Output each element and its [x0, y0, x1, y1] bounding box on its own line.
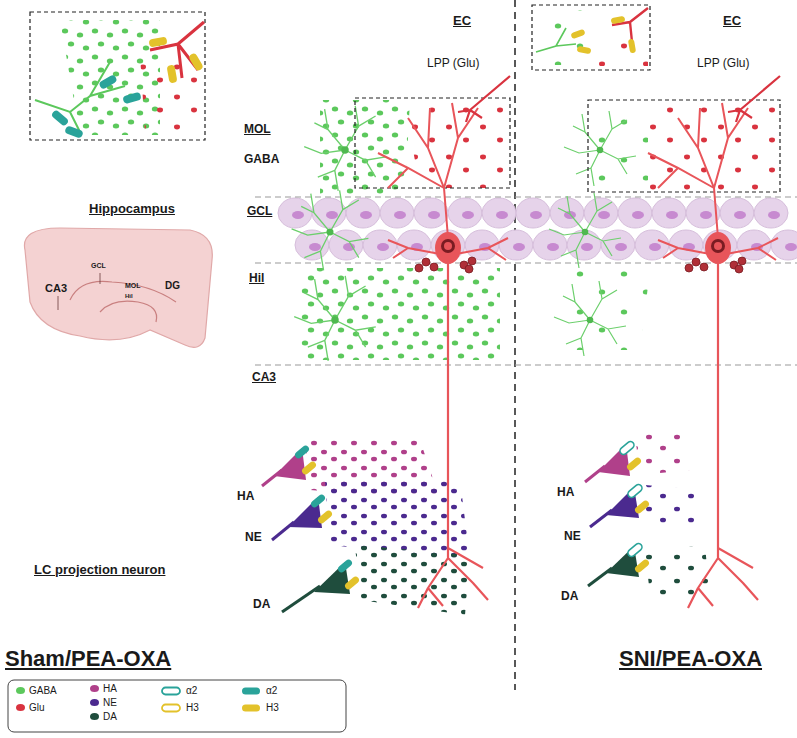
legend-row: H3: [160, 702, 199, 713]
pathway-label: LPP (Glu): [426, 57, 480, 71]
legend-row: HA: [90, 683, 117, 694]
legend-text: α2: [266, 685, 277, 696]
section-title: LC projection neuron: [33, 563, 166, 578]
legend-swatch: [90, 685, 99, 692]
terminal-label: HA: [236, 490, 255, 504]
legend-text: HA: [103, 683, 117, 694]
layer-label: CA3: [251, 371, 277, 385]
terminal-label: DA: [560, 590, 579, 604]
legend-swatch: [90, 713, 99, 720]
region-label: EC: [722, 14, 742, 29]
legend-row: GABA: [16, 685, 57, 696]
receptor-symbol: [160, 686, 182, 696]
transmitter-label: GABA: [243, 153, 280, 167]
legend-text: NE: [103, 697, 117, 708]
legend-text: α2: [186, 685, 197, 696]
legend-swatch: [16, 704, 25, 711]
legend-text: GABA: [29, 685, 57, 696]
legend-row: DA: [90, 711, 117, 722]
anatomy-label: GCL: [90, 262, 107, 270]
condition-title: SNI/PEA-OXA: [618, 646, 763, 671]
region-label: EC: [452, 14, 472, 29]
receptor-symbol: [240, 703, 262, 713]
legend-row: H3: [240, 702, 279, 713]
legend-row: α2: [240, 685, 277, 696]
terminal-label: HA: [556, 486, 575, 500]
legend-swatch: [16, 687, 25, 694]
legend-text: H3: [266, 702, 279, 713]
anatomy-label: DG: [164, 280, 181, 292]
receptor-symbol: [240, 686, 262, 696]
section-title: Hippocampus: [88, 202, 176, 217]
receptor-symbol: [160, 703, 182, 713]
anatomy-label: CA3: [44, 282, 68, 295]
terminal-label: NE: [244, 531, 263, 545]
legend-row: α2: [160, 685, 197, 696]
legend-text: Glu: [29, 702, 45, 713]
legend-text: H3: [186, 702, 199, 713]
terminal-label: NE: [563, 530, 582, 544]
legend-row: Glu: [16, 702, 45, 713]
anatomy-label: Hil: [124, 293, 134, 300]
anatomy-label: MOL: [124, 282, 142, 290]
terminal-label: DA: [252, 598, 271, 612]
condition-title: Sham/PEA-OXA: [4, 646, 172, 671]
layer-label: Hil: [248, 272, 265, 286]
legend-swatch: [90, 699, 99, 706]
layer-label: GCL: [246, 205, 273, 219]
layer-label: MOL: [243, 123, 272, 137]
pathway-label: LPP (Glu): [696, 57, 750, 71]
legend-row: NE: [90, 697, 117, 708]
legend-text: DA: [103, 711, 117, 722]
